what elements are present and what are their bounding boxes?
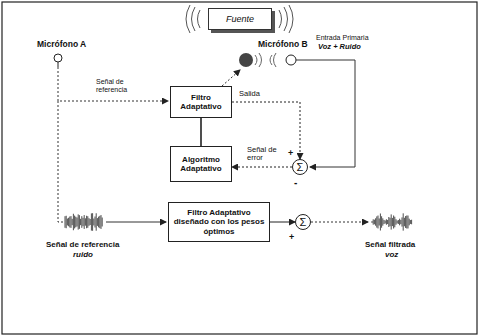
node-text: Fuente	[226, 14, 254, 24]
signal-label: Señal filtrada	[365, 240, 415, 249]
signal-label: Señal de referencia	[96, 78, 136, 94]
edge-label: Salida	[238, 90, 261, 98]
sign-label: +	[289, 232, 294, 242]
connector	[200, 118, 202, 146]
noise-waveform	[65, 213, 102, 231]
mic-label: Micrófono A	[37, 40, 86, 50]
signal-lines	[58, 60, 368, 222]
sound-waves	[186, 5, 293, 33]
voice-waveform	[372, 213, 412, 230]
signal-label: voz	[385, 250, 398, 259]
microphone-a	[54, 54, 62, 67]
microphone-b	[270, 53, 296, 67]
node-text: Σ	[300, 217, 307, 228]
node-text: Σ	[297, 162, 304, 173]
node-text: Algoritmo Adaptativo	[174, 155, 228, 173]
signal-label: Señal de referencia	[46, 240, 119, 249]
outer-frame	[2, 2, 477, 334]
node-text: Filtro Adaptativo	[174, 93, 228, 111]
sign-label: -	[294, 177, 297, 189]
source-box: Fuente	[208, 8, 272, 30]
speaker	[239, 53, 262, 67]
connector	[232, 167, 292, 168]
connector	[270, 222, 295, 223]
process-box: Filtro Adaptativo	[170, 86, 232, 118]
process-box: Algoritmo Adaptativo	[170, 146, 232, 182]
mic-label: Micrófono B	[258, 40, 308, 50]
process-box: Filtro Adaptativo diseñado con los pesos…	[168, 202, 270, 242]
sum-circle: Σ	[292, 159, 308, 175]
signal-label: ruido	[73, 250, 93, 259]
node-text: Filtro Adaptativo diseñado con los pesos…	[172, 208, 266, 236]
signal-label: Entrada Primaria	[316, 34, 369, 42]
edge-label: Señal de error	[246, 146, 282, 163]
signal-label: Voz + Ruido	[318, 43, 361, 52]
sum-circle: Σ	[295, 214, 311, 230]
sign-label: +	[288, 148, 293, 158]
